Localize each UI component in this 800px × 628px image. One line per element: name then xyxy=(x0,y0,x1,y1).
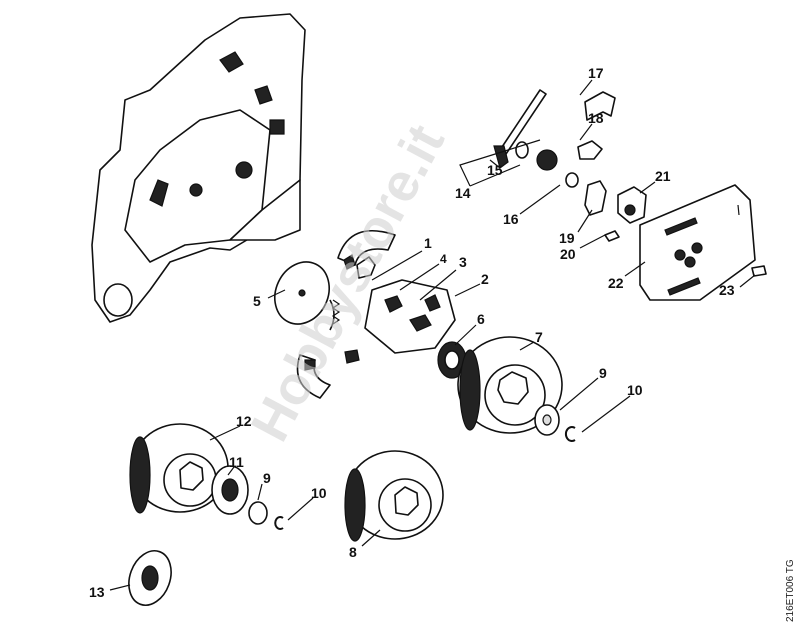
part-23-screw xyxy=(751,265,767,277)
part-13-rim-sprocket xyxy=(128,550,172,606)
callout-15: 15 xyxy=(487,162,503,178)
leader-lines xyxy=(109,79,756,591)
clutch-assembly xyxy=(296,230,456,399)
part-7-clutch-drum xyxy=(457,336,563,434)
part-9-washer-left xyxy=(248,501,268,525)
callout-5: 5 xyxy=(253,293,261,309)
callout-9-right: 9 xyxy=(599,365,607,381)
callout-20: 20 xyxy=(560,246,576,262)
callout-12: 12 xyxy=(236,413,252,429)
callout-7: 7 xyxy=(535,329,543,345)
callout-9-left: 9 xyxy=(263,470,271,486)
callout-6: 6 xyxy=(477,311,485,327)
callout-10-left: 10 xyxy=(311,485,327,501)
callout-21: 21 xyxy=(655,168,671,184)
callout-11: 11 xyxy=(229,454,244,470)
part-10-circlip xyxy=(564,426,576,442)
callout-17: 17 xyxy=(588,65,604,81)
callout-4: 4 xyxy=(440,252,447,266)
part-8-spur-sprocket-drum xyxy=(344,450,444,542)
part-6-needle-bearing xyxy=(437,341,467,379)
callout-1: 1 xyxy=(424,235,432,251)
callout-23: 23 xyxy=(719,282,735,298)
crankcase-housing xyxy=(91,13,306,323)
drawing-code: 216ET006 TG xyxy=(785,559,796,622)
part-10-circlip-left xyxy=(274,516,284,530)
callout-19: 19 xyxy=(559,230,575,246)
washer-hole xyxy=(298,289,306,297)
callout-2: 2 xyxy=(481,271,489,287)
chain-tensioner-parts xyxy=(493,89,647,242)
callout-16: 16 xyxy=(503,211,519,227)
callout-3: 3 xyxy=(459,254,467,270)
callout-22: 22 xyxy=(608,275,624,291)
part-11-rim-sprocket xyxy=(211,465,249,515)
callout-10-right: 10 xyxy=(627,382,643,398)
callout-13: 13 xyxy=(89,584,105,600)
washer-hole xyxy=(542,414,552,426)
callout-8: 8 xyxy=(349,544,357,560)
callout-14: 14 xyxy=(455,185,471,201)
part-22-sprocket-cover xyxy=(639,184,756,301)
callout-18: 18 xyxy=(588,110,604,126)
part-12-rim-sprocket-drum xyxy=(129,423,229,514)
